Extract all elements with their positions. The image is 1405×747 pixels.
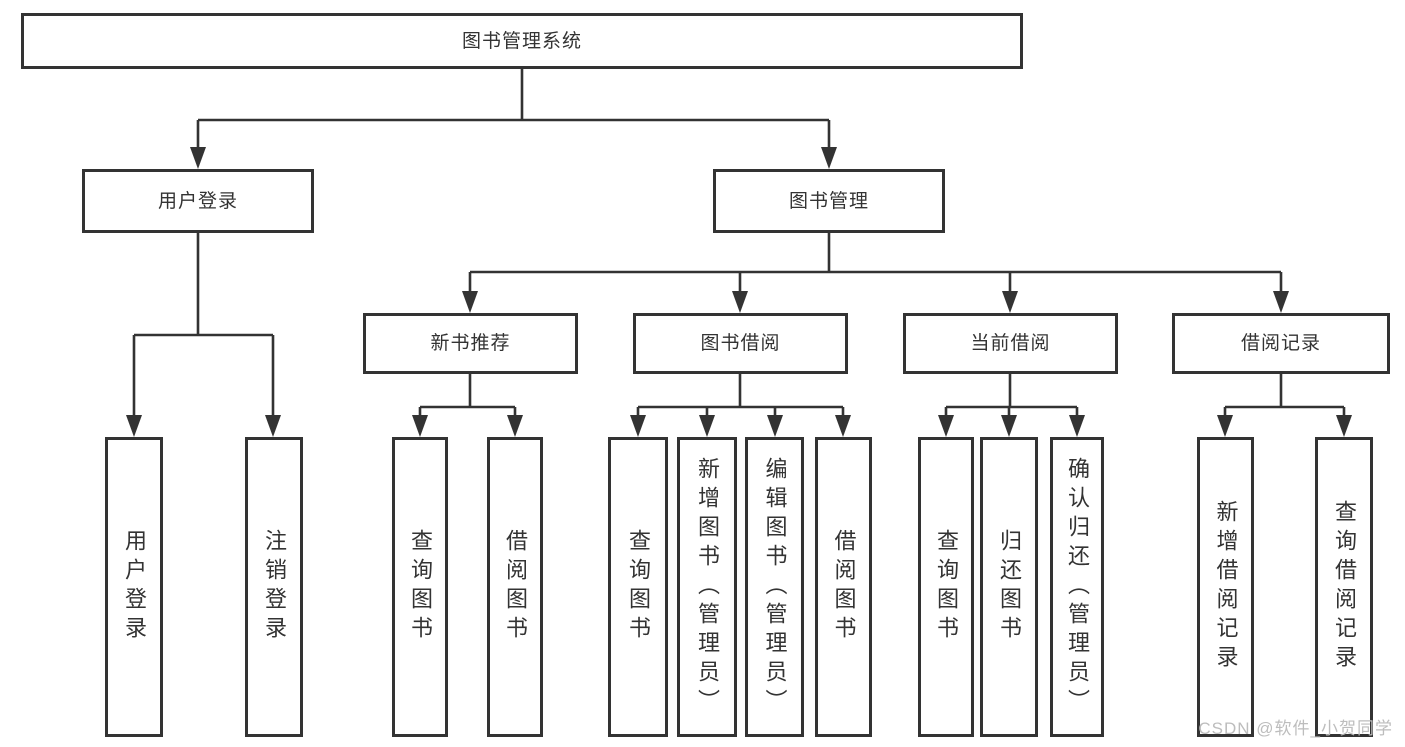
csdn-watermark: CSDN @软件_小贺同学 — [1198, 719, 1393, 738]
leaf-add-borrow-record: 新增借阅记录 — [1197, 437, 1254, 737]
leaf-borrow-books-recommend: 借阅图书 — [487, 437, 543, 737]
node-new-book-recommend: 新书推荐 — [363, 313, 578, 374]
leaf-edit-books-admin: 编辑图书（管理员） — [745, 437, 804, 737]
node-current-borrow: 当前借阅 — [903, 313, 1118, 374]
leaf-return-books: 归还图书 — [980, 437, 1038, 737]
leaf-confirm-return-admin: 确认归还（管理员） — [1050, 437, 1104, 737]
leaf-add-books-admin: 新增图书（管理员） — [677, 437, 737, 737]
leaf-borrow-books-borrow: 借阅图书 — [815, 437, 872, 737]
leaf-query-borrow-record: 查询借阅记录 — [1315, 437, 1373, 737]
node-book-borrow: 图书借阅 — [633, 313, 848, 374]
node-borrow-records: 借阅记录 — [1172, 313, 1390, 374]
leaf-query-books-borrow: 查询图书 — [608, 437, 668, 737]
leaf-query-books-recommend: 查询图书 — [392, 437, 448, 737]
leaf-user-login: 用户登录 — [105, 437, 163, 737]
leaf-logout: 注销登录 — [245, 437, 303, 737]
node-library-system: 图书管理系统 — [21, 13, 1023, 69]
node-user-login: 用户登录 — [82, 169, 314, 233]
leaf-query-books-current: 查询图书 — [918, 437, 974, 737]
node-book-management: 图书管理 — [713, 169, 945, 233]
